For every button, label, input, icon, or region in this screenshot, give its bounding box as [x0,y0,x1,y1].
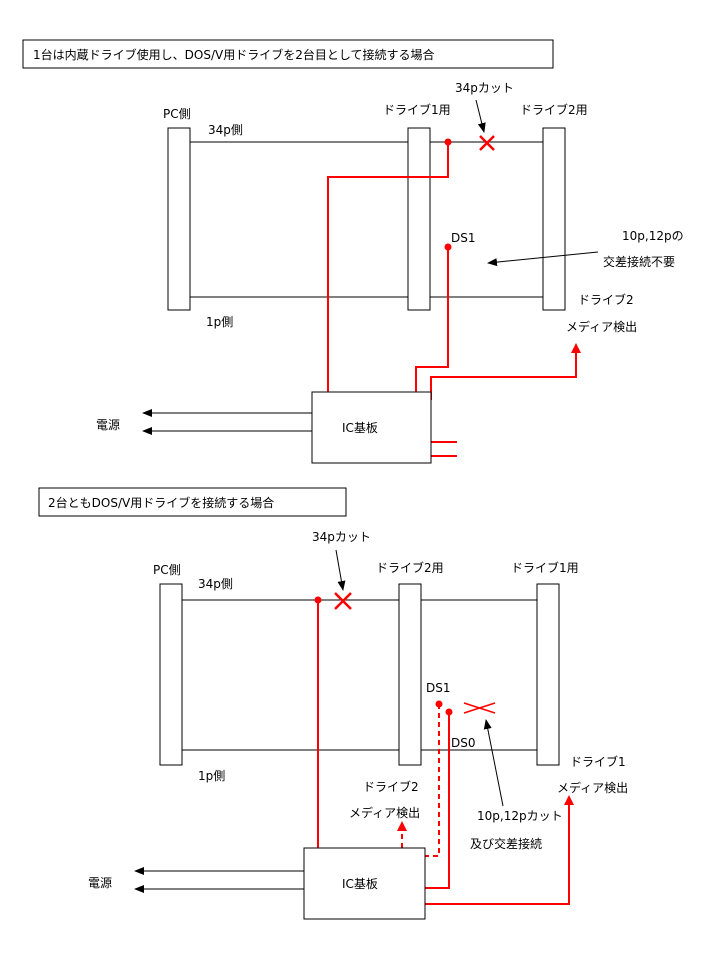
wire-34p-dot [444,138,452,146]
ic-board-s2 [303,847,426,920]
drive2-media-line2-s2: メディア検出 [349,805,420,820]
cut-10-12-arrow [483,719,504,807]
drive1-for-label-s2: ドライブ1用 [511,560,579,575]
cut34-label: 34pカット [455,81,514,95]
cut-10-12-line1: 10p,12pカット [477,809,563,823]
ds1-label: DS1 [451,231,476,245]
pin34-side-label: 34p側 [208,123,243,137]
drive2-media-line1-s2: ドライブ2 [363,779,419,794]
drive2-connector-s2 [398,583,422,766]
ic-board-label-s2: IC基板 [342,877,378,891]
drive2-connector [542,127,566,311]
section2-title: 2台ともDOS/V用ドライブを接続する場合 [48,495,274,510]
pc2-side-label: PC側 [153,563,181,577]
wire2-drive1-media [425,795,574,905]
ds0-label-s2: DS0 [451,736,476,750]
cut34-arrow-s2 [335,549,346,591]
pin1-side-label: 1p側 [206,315,233,329]
note-arrow [487,251,599,267]
drive2-for-label-s2: ドライブ2用 [376,560,444,575]
pc-connector [167,127,191,311]
wire2-ds0-to-ic [425,712,450,889]
section2-title-box [38,487,347,517]
section1-diagram: 1台は内蔵ドライブ使用し、DOS/V用ドライブを2台目として接続する場合 PC側… [22,39,684,464]
drive1-for-label: ドライブ1用 [383,102,451,117]
cut-10-12-x-mark [463,702,496,714]
ic-board [311,391,432,464]
ds1-dot [444,243,452,251]
note-10-12-line1: 10p,12pの [622,229,684,243]
drive2-for-label: ドライブ2用 [520,102,588,117]
pc2-connector [159,583,183,766]
cut34-label-s2: 34pカット [312,530,371,544]
section1-title: 1台は内蔵ドライブ使用し、DOS/V用ドライブを2台目として接続する場合 [33,47,434,62]
ds0-dot-s2 [445,708,453,716]
pc-side-label: PC側 [163,107,191,121]
cut34-arrow [475,99,486,133]
drive2-media-line1: ドライブ2 [578,292,634,307]
power-label: 電源 [96,418,120,432]
ds1-label-s2: DS1 [426,681,451,695]
ic-board-label: IC基板 [342,421,378,435]
wire2-ds1-dashed [425,704,440,857]
note-10-12-line2: 交差接続不要 [603,254,675,269]
cut34-x-mark-s2 [334,592,352,610]
wire-ds1-to-ic [415,247,449,392]
cut34-x-mark [479,135,495,151]
wire-media-detect [430,343,581,400]
section2-diagram: 2台ともDOS/V用ドライブを接続する場合 PC側 34p側 1p側 ドライブ2… [38,487,628,920]
pin1-2-side-label: 1p側 [198,769,225,783]
ds1-dot-s2 [435,700,443,708]
drive1-connector [407,127,431,311]
cut-10-12-line2: 及び交差接続 [470,836,542,851]
drive1-media-line2-s2: メディア検出 [557,780,628,795]
drive1-connector-s2 [536,583,560,766]
wire-34p-to-ic [327,142,449,392]
pin34-2-side-label: 34p側 [198,577,233,591]
drive1-media-line1-s2: ドライブ1 [570,754,626,769]
wire2-34p-dot [314,596,322,604]
section1-title-box [22,39,554,69]
power2-label: 電源 [88,876,112,890]
drive2-media-line2: メディア検出 [566,319,637,334]
